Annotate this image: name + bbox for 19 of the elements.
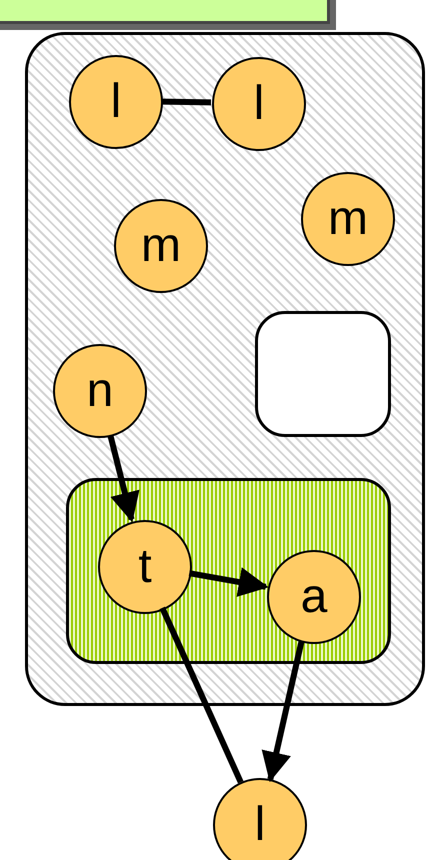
- node-label: l: [254, 80, 264, 128]
- node-label: t: [138, 543, 152, 591]
- node-label: m: [141, 222, 181, 270]
- circle-node: [69, 55, 163, 149]
- connector: [162, 98, 212, 106]
- empty-box: [255, 311, 391, 437]
- node-label: m: [328, 195, 368, 243]
- group-container: [25, 32, 425, 706]
- node-label: l: [110, 78, 122, 126]
- connector: [160, 606, 244, 784]
- circle-node: [301, 172, 395, 266]
- circle-node: [212, 57, 306, 151]
- node-label: l: [254, 801, 266, 849]
- node-label: a: [300, 573, 328, 621]
- connector: [108, 434, 140, 522]
- circle-node: [114, 199, 208, 293]
- group-container: [66, 478, 391, 664]
- node-label: n: [86, 367, 114, 415]
- circle-node: [53, 344, 147, 438]
